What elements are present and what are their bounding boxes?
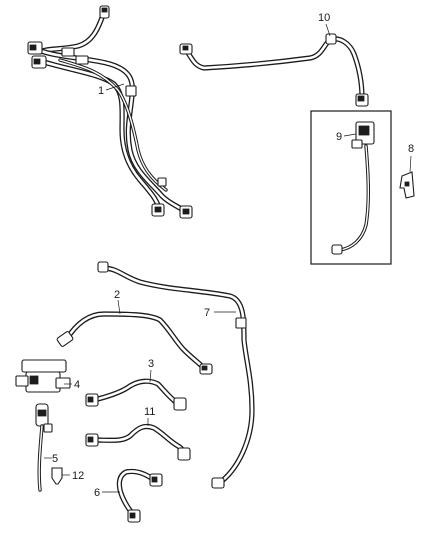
part-5-sensor: 5 xyxy=(35,403,58,492)
part-7-hose: 7 xyxy=(97,261,255,489)
callout-2-number: 2 xyxy=(114,289,120,301)
callout-12-number: 12 xyxy=(72,470,84,482)
part-1-hose-harness: 1 xyxy=(27,5,193,219)
callout-4-number: 4 xyxy=(74,379,80,391)
callout-8-number: 8 xyxy=(408,143,414,155)
callout-7-number: 7 xyxy=(204,307,210,319)
callout-1-number: 1 xyxy=(98,85,104,97)
part-11-hose: 11 xyxy=(85,406,191,461)
callout-9-number: 9 xyxy=(336,131,342,143)
callout-6-number: 6 xyxy=(94,487,100,499)
part-6-hose: 6 xyxy=(94,468,163,523)
callout-10-number: 10 xyxy=(318,12,330,24)
part-2-hose: 2 xyxy=(56,289,213,375)
part-3-hose: 3 xyxy=(85,358,187,411)
part-4-valve: 4 xyxy=(15,359,80,393)
part-10-hose: 10 xyxy=(179,12,369,107)
callout-3-number: 3 xyxy=(148,358,154,370)
callout-5-number: 5 xyxy=(52,453,58,465)
callout-11-number: 11 xyxy=(144,406,155,418)
inset-box xyxy=(310,110,392,265)
part-9-sensor-hose: 9 xyxy=(331,121,375,255)
part-12-clip: 12 xyxy=(51,467,84,485)
part-8-bracket: 8 xyxy=(399,143,415,199)
